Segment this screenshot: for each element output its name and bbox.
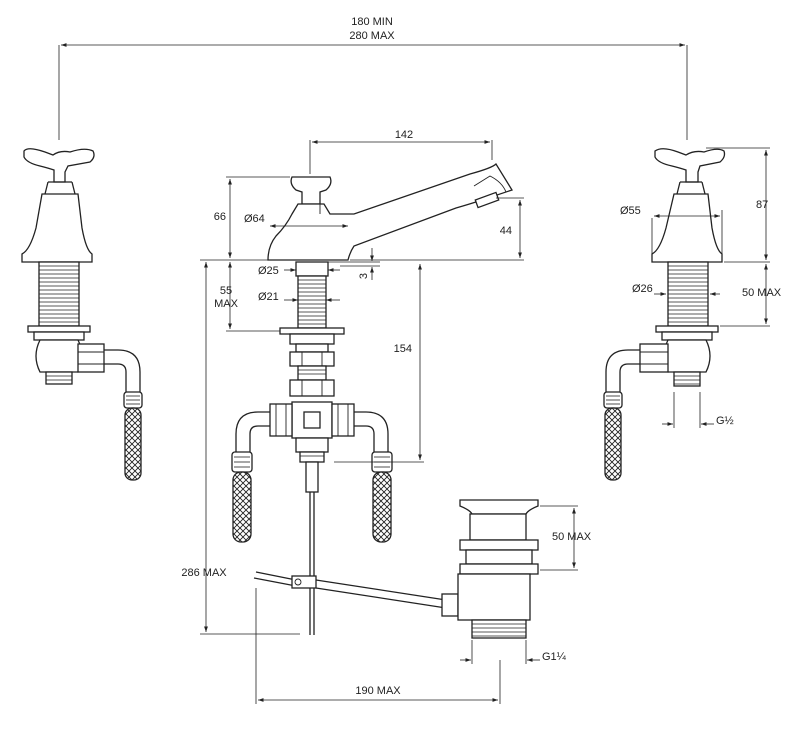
overall-max-label: 280 MAX — [349, 30, 395, 42]
right-handle-valve — [603, 148, 726, 481]
rod-depth-label: 286 MAX — [181, 567, 227, 579]
handle-base-dia-dimension: Ø55 — [620, 205, 723, 254]
gap-label: 3 — [358, 273, 370, 279]
gap-dimension: 3 — [328, 248, 380, 280]
spindle-lower-dia-dimension: Ø21 — [258, 291, 340, 303]
shank-length-label: 55 — [220, 285, 232, 297]
spout-reach-label: 142 — [395, 129, 413, 141]
spindle-upper-dia-label: Ø25 — [258, 265, 279, 277]
handle-connector-dimension: G½ — [662, 392, 734, 428]
popup-rod — [253, 571, 447, 609]
waste-height-dimension: 50 MAX — [540, 505, 592, 571]
right-shank-thread — [668, 265, 708, 323]
left-handle-valve — [21, 148, 143, 481]
shank-length-dimension: 55 MAX — [214, 262, 280, 332]
left-shank-thread — [39, 265, 79, 323]
centre-mixer-underbody — [231, 261, 393, 635]
handle-shank-dia-label: Ø26 — [632, 283, 653, 295]
spindle-lower-dia-label: Ø21 — [258, 291, 279, 303]
centre-mixer-spout — [267, 162, 513, 261]
waste-outlet — [441, 499, 539, 639]
mixer-base-dia-label: Ø64 — [244, 213, 265, 225]
spout-height-dimension: 44 — [350, 197, 524, 261]
waste-height-label: 50 MAX — [552, 531, 592, 543]
handle-height-dimension: 87 — [706, 147, 770, 263]
lower-reach-label: 154 — [394, 343, 412, 355]
shank-length-max-label: MAX — [214, 298, 239, 310]
spout-reach-dimension: 142 — [309, 129, 493, 174]
waste-thread-dimension: G1¼ — [460, 640, 567, 664]
mixer-height-label: 66 — [214, 211, 226, 223]
handle-height-label: 87 — [756, 199, 768, 211]
handle-connector-label: G½ — [716, 415, 734, 427]
handle-base-dia-label: Ø55 — [620, 205, 641, 217]
handle-shank-length-label: 50 MAX — [742, 287, 782, 299]
rod-reach-dimension: 190 MAX — [255, 588, 501, 704]
mixer-height-dimension: 66 — [200, 176, 290, 261]
spindle-upper-dia-dimension: Ø25 — [258, 265, 340, 277]
handle-shank-length-dimension: 50 MAX — [720, 264, 782, 327]
rod-reach-label: 190 MAX — [355, 685, 401, 697]
handle-shank-dia-dimension: Ø26 — [632, 283, 720, 296]
lower-reach-dimension: 154 — [334, 264, 424, 463]
spout-height-label: 44 — [500, 225, 512, 237]
rod-depth-dimension: 286 MAX — [181, 262, 300, 635]
mixer-base-dia-dimension: Ø64 — [244, 213, 348, 228]
overall-min-label: 180 MIN — [351, 16, 393, 28]
waste-thread-label: G1¼ — [542, 651, 567, 663]
overall-width-dimension: 180 MIN 280 MAX — [58, 16, 688, 140]
